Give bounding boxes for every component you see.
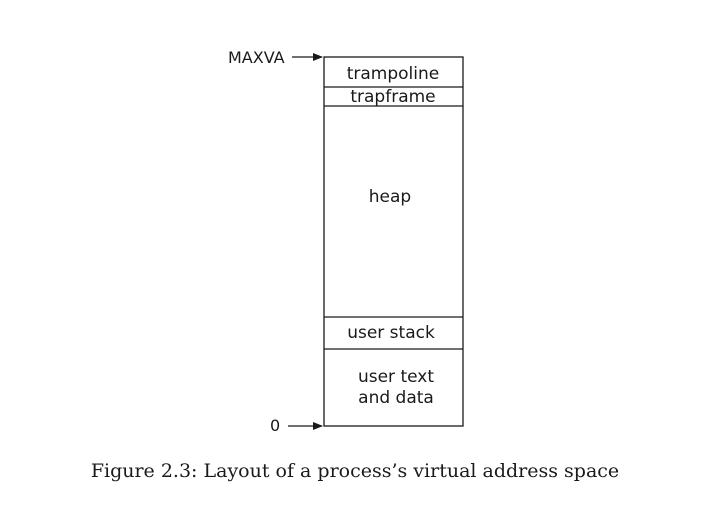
segment-user-stack-label: user stack — [347, 323, 435, 343]
zero-label: 0 — [270, 416, 280, 435]
segment-user-text-label-line2: and data — [358, 388, 434, 408]
segment-trapframe-label: trapframe — [350, 87, 435, 107]
segment-user-text-label-line1: user text — [358, 367, 434, 387]
maxva-label: MAXVA — [228, 48, 285, 67]
address-space-column — [323, 56, 464, 427]
segment-trampoline-label: trampoline — [347, 64, 440, 84]
figure-caption: Figure 2.3: Layout of a process’s virtua… — [90, 460, 620, 482]
segment-heap-label: heap — [369, 187, 411, 207]
